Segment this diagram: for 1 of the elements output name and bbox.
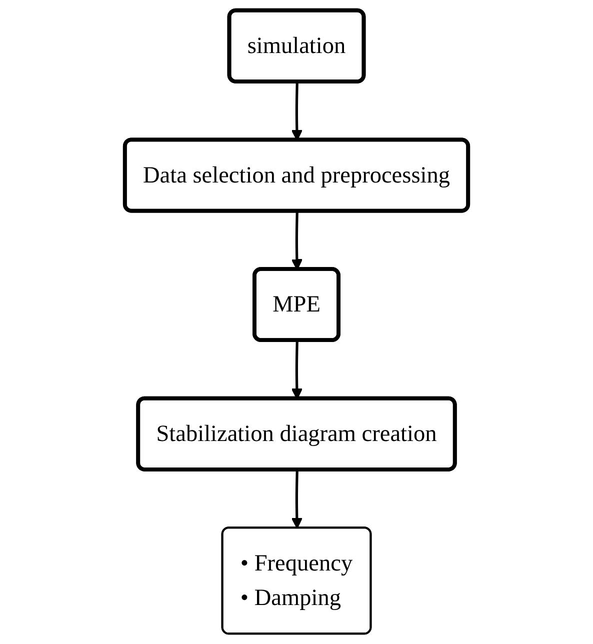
arrow [291, 470, 303, 529]
